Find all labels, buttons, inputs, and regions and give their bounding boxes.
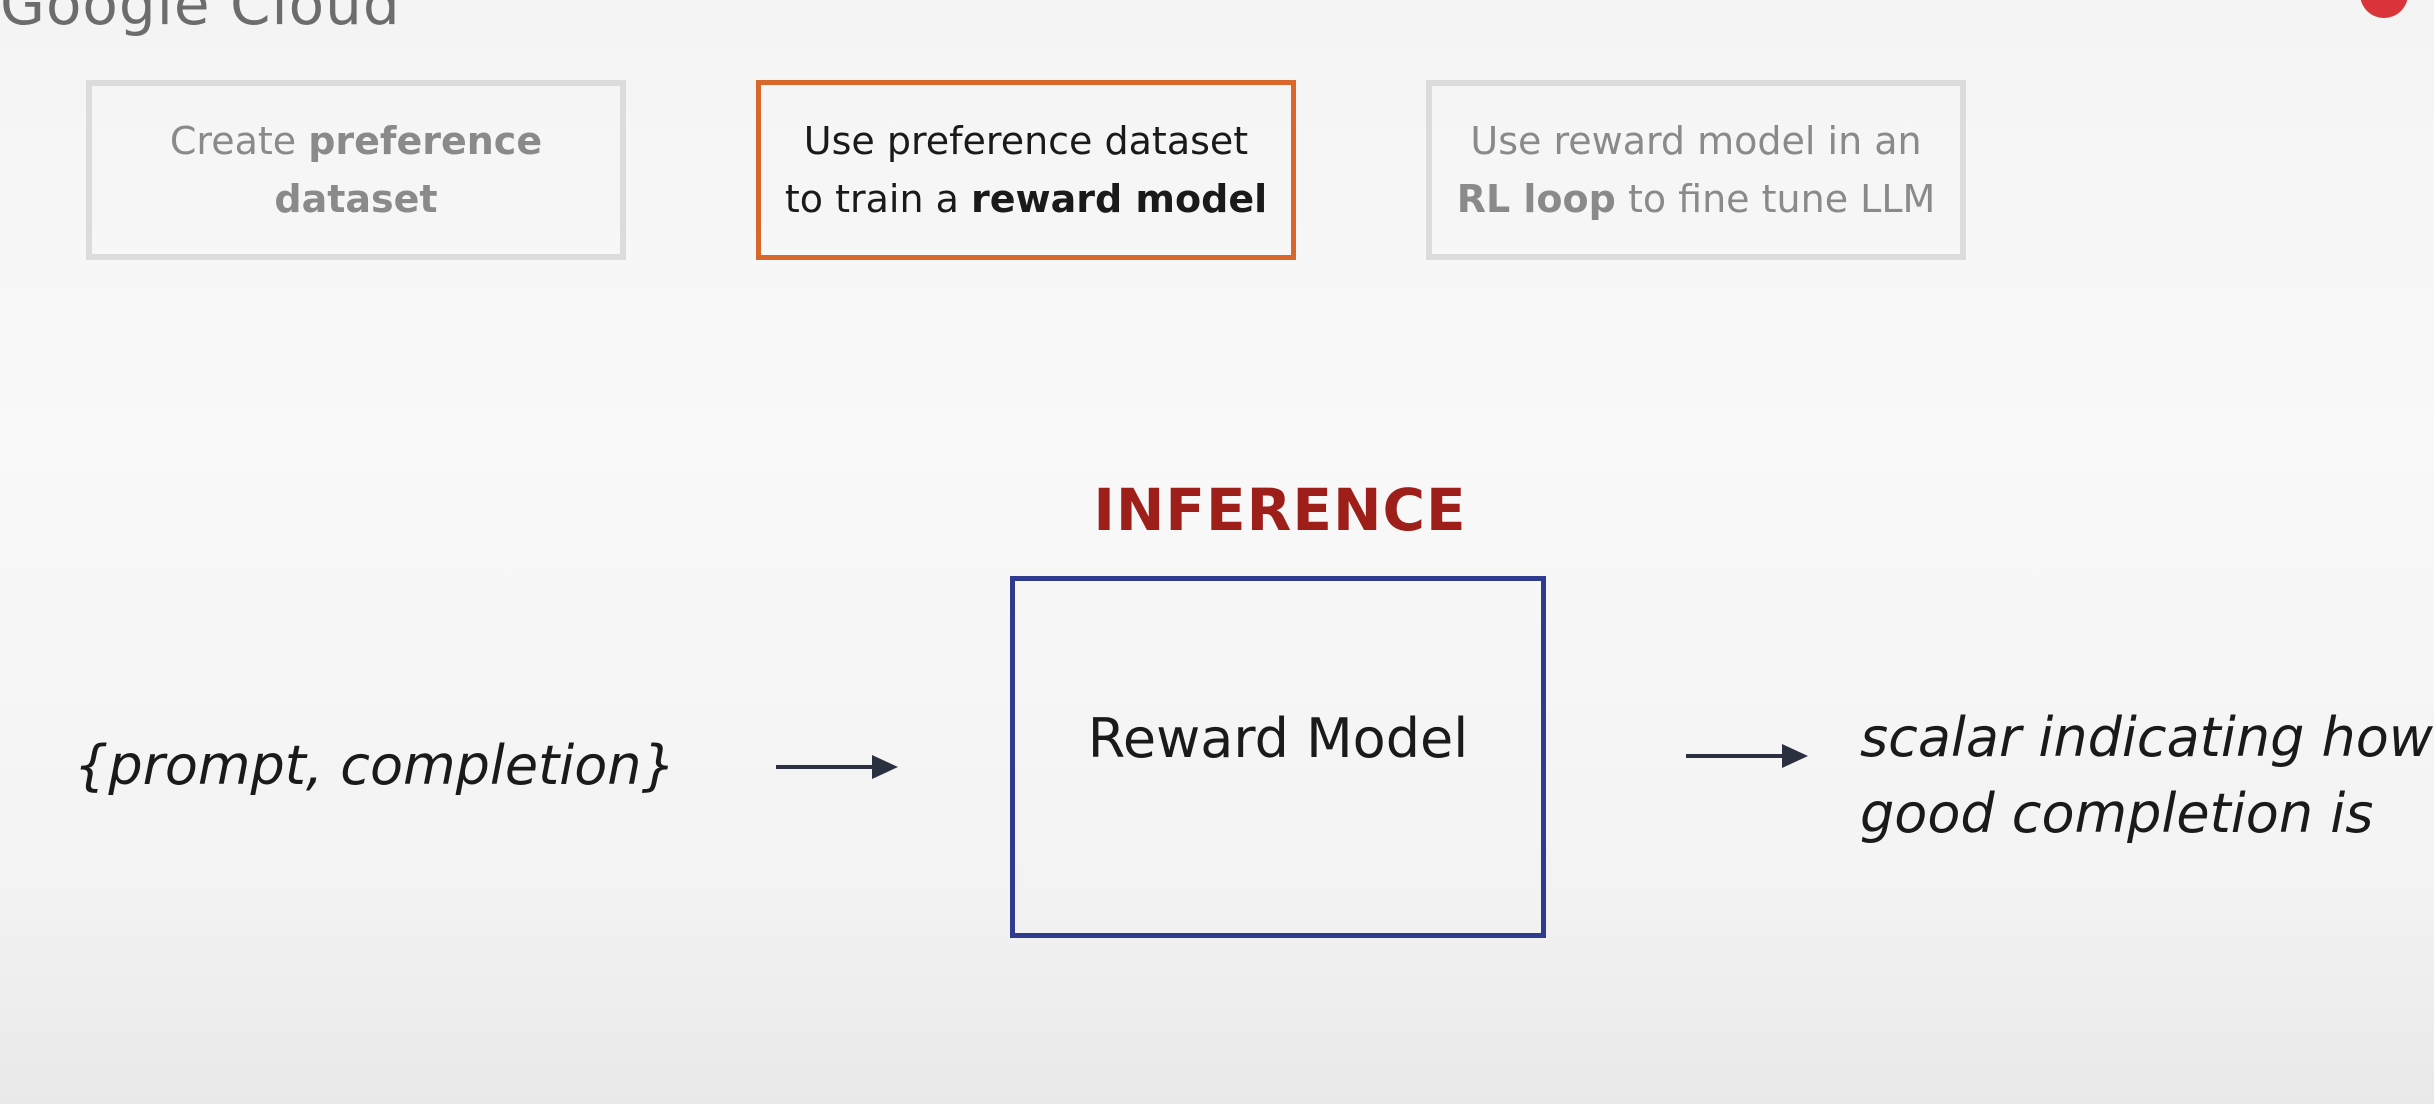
output-line-1: scalar indicating how [1860, 706, 2433, 769]
step-create-preference-dataset: Create preference dataset [86, 80, 626, 260]
step-2-line1: Use preference dataset [803, 119, 1249, 163]
step-3-text: Use reward model in an RL loop to fine t… [1457, 112, 1936, 228]
arrow-right-icon [1686, 744, 1808, 768]
step-2-pre2: to train a [784, 177, 971, 221]
step-rl-loop-fine-tune: Use reward model in an RL loop to fine t… [1426, 80, 1966, 260]
step-train-reward-model: Use preference dataset to train a reward… [756, 80, 1296, 260]
step-1-pre: Create [169, 119, 309, 163]
output-scalar-description: scalar indicating how good completion is [1860, 700, 2433, 852]
inference-heading: INFERENCE [1093, 476, 1467, 544]
input-prompt-completion: {prompt, completion} [74, 734, 676, 797]
step-1-line2: dataset [274, 177, 438, 221]
record-indicator-icon [2360, 0, 2408, 18]
output-line-2: good completion is [1860, 782, 2374, 845]
step-3-bold2: RL loop [1456, 177, 1616, 221]
step-2-bold2: reward model [970, 177, 1268, 221]
arrow-right-icon [776, 755, 898, 779]
reward-model-label: Reward Model [1087, 707, 1469, 770]
step-1-bold: preference [308, 119, 543, 163]
brand-logo-text: Google Cloud [0, 0, 401, 38]
step-1-text: Create preference dataset [170, 112, 542, 228]
step-3-post2: to fine tune LLM [1615, 177, 1936, 221]
step-2-text: Use preference dataset to train a reward… [785, 112, 1267, 228]
step-3-line1: Use reward model in an [1470, 119, 1922, 163]
reward-model-box: Reward Model [1010, 576, 1546, 938]
